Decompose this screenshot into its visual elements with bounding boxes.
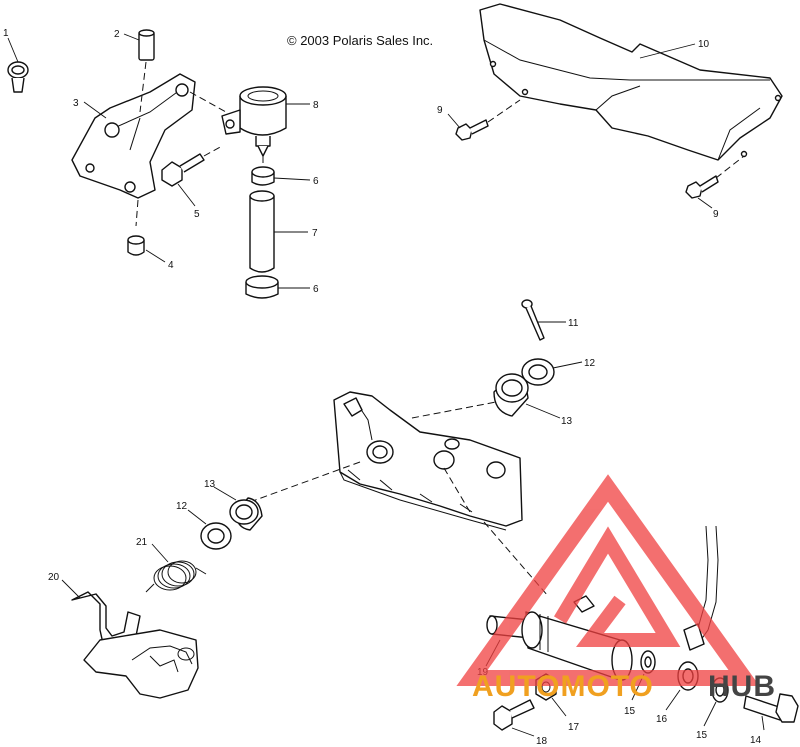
part-6-clamp-upper <box>251 156 311 186</box>
callout-3: 3 <box>73 98 79 109</box>
callout-10: 10 <box>698 39 710 50</box>
part-10-cover <box>479 3 783 161</box>
callout-5: 5 <box>194 209 200 220</box>
part-2-pin <box>123 29 155 61</box>
part-21-spring <box>145 543 207 593</box>
callout-2: 2 <box>114 29 120 40</box>
watermark-brand-right: HUB <box>708 670 776 703</box>
brake-line <box>683 525 719 651</box>
watermark-logo <box>456 474 760 686</box>
part-12-washer-lower <box>187 509 232 550</box>
callout-17: 17 <box>568 722 580 733</box>
callout-14: 14 <box>750 735 762 746</box>
part-3-bracket <box>71 61 196 227</box>
callout-9-right: 9 <box>713 209 719 220</box>
watermark-brand-left: AUTOMOTO <box>472 670 654 703</box>
part-5-bolt <box>161 145 223 207</box>
callout-13-upper: 13 <box>561 416 573 427</box>
callout-8: 8 <box>313 100 319 111</box>
part-7-hose <box>249 190 308 273</box>
pedal-mount-bracket <box>249 391 549 597</box>
callout-6-upper: 6 <box>313 176 319 187</box>
callout-21: 21 <box>136 537 148 548</box>
callout-20: 20 <box>48 572 60 583</box>
part-13-bushing-lower <box>213 486 263 531</box>
callout-15-left: 15 <box>624 706 636 717</box>
part-9-screw-left <box>447 99 521 141</box>
part-8-reservoir <box>189 86 310 157</box>
callout-18: 18 <box>536 736 548 747</box>
part-4-bushing <box>127 235 166 263</box>
part-13-bushing-upper <box>493 373 561 419</box>
part-1-hose-clamp <box>7 37 29 93</box>
callout-11: 11 <box>568 318 579 329</box>
callout-4: 4 <box>168 260 174 271</box>
callout-9-left: 9 <box>437 105 443 116</box>
callout-13-lower: 13 <box>204 479 216 490</box>
part-12-washer-upper <box>521 358 583 386</box>
part-14-banjo-bolt <box>743 693 799 731</box>
part-18-bolt <box>493 699 535 737</box>
callout-12-lower: 12 <box>176 501 188 512</box>
callout-15-right: 15 <box>696 730 708 741</box>
callout-6-lower: 6 <box>313 284 319 295</box>
part-6-clamp-lower <box>245 275 310 299</box>
callout-1: 1 <box>3 28 9 39</box>
callout-12-upper: 12 <box>584 358 596 369</box>
callout-16: 16 <box>656 714 668 725</box>
part-20-pedal <box>61 579 199 699</box>
part-11-cotter-pin <box>521 299 566 341</box>
callout-7: 7 <box>312 228 318 239</box>
copyright-text: © 2003 Polaris Sales Inc. <box>287 33 433 48</box>
part-9-screw-right <box>685 155 745 209</box>
